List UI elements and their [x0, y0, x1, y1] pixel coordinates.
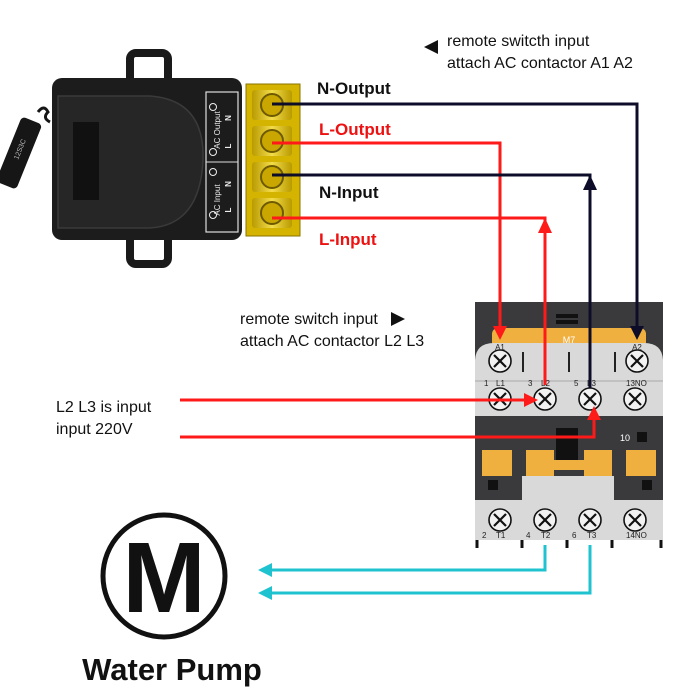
label-l-output: L-Output: [319, 120, 391, 139]
screw-terminal-a2: [625, 349, 649, 373]
motor-circle: [100, 512, 228, 640]
arrow-motor-2: [258, 586, 272, 600]
antenna: 12S3C: [0, 106, 51, 189]
label-l-input: L-Input: [319, 230, 377, 249]
arrow-n-input: [583, 175, 597, 190]
arrow-a1: [493, 326, 507, 340]
wire-supply-l3: [180, 416, 596, 439]
note-middle-line2: attach AC contactor L2 L3: [240, 333, 424, 350]
aux-contact-label: 10: [620, 433, 630, 443]
note-left-line2: input 220V: [56, 421, 133, 438]
contactor-model: M7: [563, 335, 576, 345]
input-pin-n: N: [224, 181, 233, 187]
note-left-line1: L2 L3 is input: [56, 399, 152, 416]
label-n-output: N-Output: [317, 79, 391, 98]
screw-terminal-t2: [533, 508, 557, 532]
arrow-l3: [587, 406, 601, 420]
terminal-name-t1: T1: [496, 531, 506, 540]
arrowheads: [258, 40, 644, 600]
pointer-left-icon: [424, 40, 438, 54]
label-n-input: N-Input: [319, 183, 379, 202]
screw-terminal-t1: [488, 508, 512, 532]
water-pump-motor: M Water Pump: [82, 512, 262, 687]
terminal-name-t3: T3: [587, 531, 597, 540]
terminal-num-5: 5: [574, 379, 579, 388]
output-pin-n: N: [224, 115, 233, 121]
wire-motor-t3: [272, 545, 592, 595]
module-window: [73, 122, 99, 200]
coil-label-a1: A1: [495, 343, 505, 352]
motor-symbol: M: [122, 522, 205, 634]
terminal-num-6: 6: [572, 531, 577, 540]
output-pin-l: L: [224, 143, 233, 148]
screw-terminal-l3: [578, 387, 602, 411]
screw-terminal-13no: [623, 387, 647, 411]
terminal-name-l1: L1: [496, 379, 505, 388]
pointer-right-icon: [391, 312, 405, 326]
screw-terminal-a1: [488, 349, 512, 373]
terminal-name-t2: T2: [541, 531, 551, 540]
wire-n-output: [272, 102, 639, 333]
terminal-num-4: 4: [526, 531, 531, 540]
wire-l-output: [272, 141, 502, 333]
note-top-line1: remote switcth input: [447, 33, 590, 50]
coil-label-a2: A2: [632, 343, 642, 352]
input-block-title: AC Input: [213, 184, 222, 216]
input-pin-l: L: [224, 207, 233, 212]
note-top-line2: attach AC contactor A1 A2: [447, 55, 633, 72]
pump-label: Water Pump: [82, 652, 262, 687]
screw-terminal-t3: [578, 508, 602, 532]
arrow-motor-1: [258, 563, 272, 577]
terminal-num-2: 2: [482, 531, 487, 540]
arrow-a2: [630, 326, 644, 340]
line-terminals: [488, 387, 647, 411]
ac-contactor: M7 10 A1 A2: [475, 302, 663, 548]
terminal-name-13no: 13NO: [626, 379, 647, 388]
terminal-num-1: 1: [484, 379, 489, 388]
terminal-name-14no: 14NO: [626, 531, 647, 540]
coil-terminals: [488, 349, 649, 373]
wire-motor-t2: [272, 545, 547, 572]
wire-l-input-top: [272, 216, 547, 228]
remote-switch-module: 12S3C AC Output L N AC Input L N: [0, 49, 301, 268]
output-block-title: AC Output: [213, 111, 222, 149]
screw-terminal-14no: [623, 508, 647, 532]
load-terminals: [488, 508, 647, 532]
arrow-l-input: [538, 218, 552, 233]
arrow-l2: [524, 393, 538, 407]
terminal-name-l3: L3: [587, 379, 596, 388]
terminal-num-3: 3: [528, 379, 533, 388]
note-middle-line1: remote switch input: [240, 311, 378, 328]
screw-terminal-l2: [533, 387, 557, 411]
